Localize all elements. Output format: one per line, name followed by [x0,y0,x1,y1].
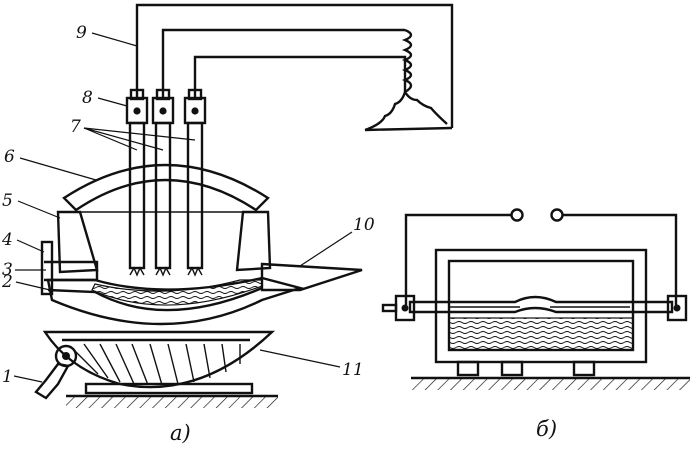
label-7: 7 [70,117,81,137]
ground-hatch-b [411,378,690,390]
caption-b: б) [536,417,557,441]
resistance-furnace-bath [448,317,634,351]
base-plate [84,382,254,395]
resistance-furnace-body [434,248,648,364]
furnace-door [40,240,54,296]
label-3: 3 [2,260,13,280]
furnace-hearth [46,276,305,326]
tilt-drive [34,344,78,400]
leader-lines [13,32,353,383]
figure-b-resistance-furnace [381,208,690,390]
label-1: 1 [2,367,13,387]
support-middle [500,360,524,377]
caption-a: a) [170,421,191,445]
label-6: 6 [4,147,15,167]
ground-hatch-a [66,396,278,408]
transformer-coil-icon [364,28,453,132]
label-9: 9 [76,23,87,43]
pouring-spout [260,262,363,292]
furnace-wall-right [235,210,272,272]
furnace-roof [62,163,270,212]
figure-a-arc-furnace [34,3,454,408]
electrode-holders [125,88,207,125]
label-10: 10 [353,215,375,235]
heating-rod [408,295,674,314]
label-2: 2 [1,272,13,292]
label-11: 11 [342,360,364,380]
rod-clamp-right [666,294,688,322]
terminal-right-icon [550,208,564,222]
support-left [456,360,480,377]
label-5: 5 [2,191,13,211]
power-supply-wires [135,3,454,128]
label-8: 8 [82,88,93,108]
terminal-left-icon [510,208,524,222]
label-4: 4 [1,230,13,250]
electrodes [128,121,204,277]
labels: 9 8 7 6 5 4 3 2 10 11 1 [1,23,375,387]
tilting-cradle [42,330,276,389]
support-right [572,360,596,377]
